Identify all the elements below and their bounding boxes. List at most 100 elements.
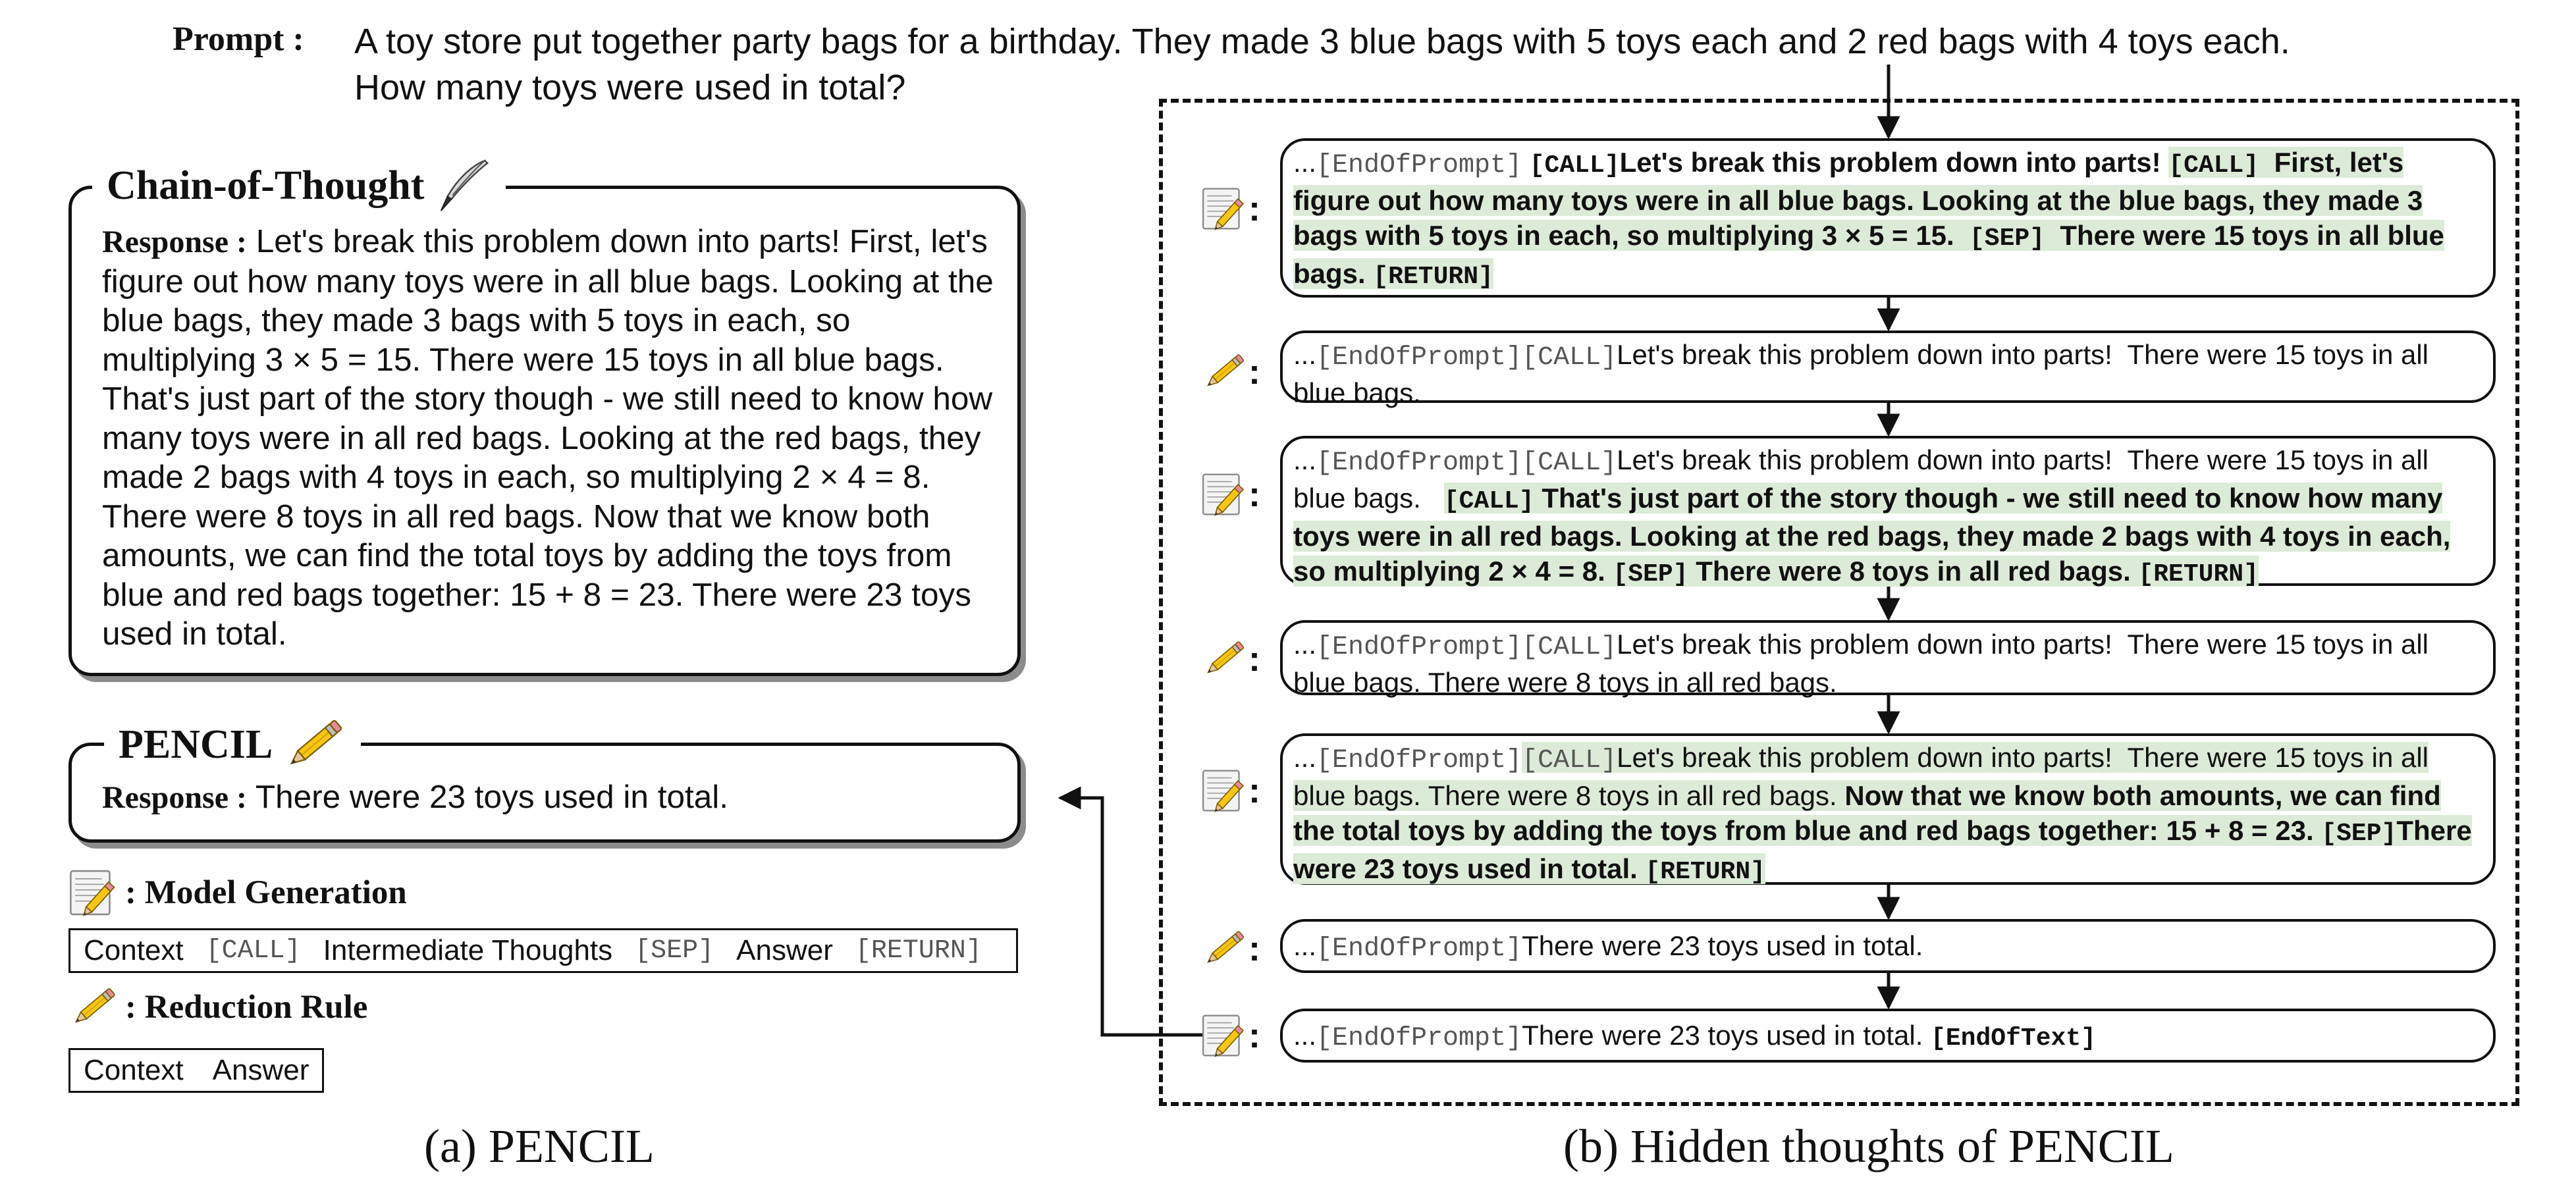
ellipsis: ...: [1293, 339, 1317, 370]
step7-icon: :: [1201, 1006, 1260, 1065]
step5-answer: There were 23 toys used in total.: [1293, 815, 2472, 884]
step3-icon: :: [1201, 465, 1260, 524]
step-1: ...[EndOfPrompt] [CALL]Let's break this …: [1280, 138, 2496, 298]
legend-answer: Answer: [736, 934, 833, 966]
step-6: ...[EndOfPrompt]There were 23 toys used …: [1280, 919, 2496, 973]
step3-context-a: Let's break this problem down into parts…: [1617, 444, 2112, 475]
end-of-prompt-token: [EndOfPrompt]: [1316, 1024, 1522, 1053]
pencil-title-text: PENCIL: [119, 722, 273, 767]
step3-answer: There were 8 toys in all red bags.: [1696, 556, 2131, 587]
legend-reduction-title: : Reduction Rule: [68, 981, 367, 1034]
call-token: [CALL]: [2168, 151, 2259, 180]
sep-token: [SEP]: [1969, 224, 2045, 253]
hidden-thoughts-container: [1159, 99, 2519, 1106]
step3-context-b: There were 15 toys in all blue bags.: [1293, 444, 2429, 514]
call-token: [CALL]: [1522, 343, 1617, 373]
step5-thoughts: Now that we know both amounts, we can fi…: [1293, 780, 2441, 846]
legend-reduction-box: Context Answer: [68, 1048, 324, 1093]
step7-answer: There were 23 toys used in total.: [1522, 1020, 1923, 1051]
ellipsis: ...: [1293, 629, 1317, 660]
caption-right: (b) Hidden thoughts of PENCIL: [1563, 1120, 2174, 1172]
prompt-text: A toy store put together party bags for …: [354, 18, 2422, 111]
step2-icon: :: [1201, 342, 1260, 402]
notepad-pencil-icon: [1201, 469, 1247, 519]
step1-icon: :: [1201, 179, 1260, 238]
ellipsis: ...: [1293, 742, 1317, 773]
cot-response-text: Let's break this problem down into parts…: [102, 223, 994, 652]
step-7: ...[EndOfPrompt]There were 23 toys used …: [1280, 1009, 2496, 1063]
prompt-label: Prompt :: [173, 20, 304, 58]
step-4: ...[EndOfPrompt][CALL]Let's break this p…: [1280, 620, 2496, 698]
call-token: [CALL]: [1529, 151, 1620, 180]
legend-reduction-context: Context: [84, 1054, 184, 1086]
return-token: [RETURN]: [1645, 858, 1765, 886]
end-of-prompt-token: [EndOfPrompt]: [1316, 746, 1522, 776]
quill-pen-icon: [433, 157, 491, 215]
step4-answer: There were 15 toys in all blue bags. The…: [1293, 629, 2429, 698]
end-of-prompt-token: [EndOfPrompt]: [1316, 151, 1522, 180]
step6-icon: :: [1201, 919, 1260, 978]
cot-box: Response : Let's break this problem down…: [68, 186, 1021, 676]
caption-left: (a) PENCIL: [424, 1120, 655, 1172]
return-token: [RETURN]: [2138, 560, 2259, 589]
pencil-response: Response : There were 23 toys used in to…: [102, 777, 998, 818]
pencil-response-text: There were 23 toys used in total.: [255, 779, 729, 815]
pencil-icon: [1201, 636, 1247, 682]
cot-title: Chain-of-Thought: [92, 159, 506, 212]
call-token: [CALL]: [1522, 633, 1617, 662]
ellipsis: ...: [1293, 147, 1317, 178]
step4-icon: :: [1201, 629, 1260, 689]
pencil-icon: [282, 712, 346, 777]
step-3: ...[EndOfPrompt][CALL]Let's break this p…: [1280, 436, 2496, 589]
legend-reduction-answer: Answer: [212, 1054, 309, 1086]
cot-response: Response : Let's break this problem down…: [102, 222, 998, 654]
step-2: ...[EndOfPrompt][CALL]Let's break this p…: [1280, 330, 2496, 408]
step1-thoughts: First, let's figure out how many toys we…: [1293, 147, 2423, 251]
notepad-pencil-icon: [1201, 184, 1247, 234]
end-of-prompt-token: [EndOfPrompt]: [1316, 633, 1522, 662]
ellipsis: ...: [1293, 444, 1317, 475]
cot-title-text: Chain-of-Thought: [107, 163, 425, 208]
pencil-icon: [1201, 926, 1247, 972]
step5-icon: :: [1201, 761, 1260, 820]
ellipsis: ...: [1293, 930, 1317, 961]
step2-context: Let's break this problem down into parts…: [1617, 339, 2112, 370]
prompt-line-2: How many toys were used in total?: [354, 68, 906, 107]
notepad-pencil-icon: [1201, 766, 1247, 816]
legend-generation-title: : Model Generation: [68, 866, 407, 919]
end-of-prompt-token: [EndOfPrompt]: [1316, 343, 1522, 373]
end-of-prompt-token: [EndOfPrompt]: [1316, 934, 1522, 964]
ellipsis: ...: [1293, 1020, 1317, 1051]
pencil-icon: [68, 982, 119, 1032]
return-token: [RETURN]: [1373, 263, 1493, 291]
call-token: [CALL]: [1522, 448, 1617, 478]
legend-return-token: [RETURN]: [855, 935, 982, 966]
pencil-response-label: Response :: [102, 780, 248, 815]
legend-call-token: [CALL]: [205, 935, 301, 966]
pencil-icon: [1201, 349, 1247, 395]
step6-answer: There were 23 toys used in total.: [1522, 930, 1923, 961]
legend-generation-label: : Model Generation: [125, 874, 407, 911]
legend-intermediate-thoughts: Intermediate Thoughts: [323, 934, 613, 966]
step3-thoughts: That's just part of the story though - w…: [1293, 483, 2451, 587]
step5-context-b: There were 15 toys in all blue bags. The…: [1293, 742, 2429, 811]
end-of-text-token: [EndOfText]: [1931, 1024, 2096, 1053]
step-5: ...[EndOfPrompt][CALL]Let's break this p…: [1280, 733, 2496, 886]
pencil-title: PENCIL: [104, 712, 362, 777]
end-of-prompt-token: [EndOfPrompt]: [1316, 448, 1522, 478]
call-token: [CALL]: [1443, 487, 1534, 515]
legend-sep-token: [SEP]: [635, 935, 714, 966]
call-token: [CALL]: [1522, 746, 1617, 776]
step2-answer: There were 15 toys in all blue bags.: [1293, 339, 2429, 408]
legend-reduction-label: : Reduction Rule: [125, 989, 368, 1026]
step1-context: Let's break this problem down into parts…: [1619, 147, 2161, 178]
prompt-line-1: A toy store put together party bags for …: [354, 22, 2290, 61]
step1-answer: There were 15 toys in all blue bags.: [1293, 220, 2444, 289]
sep-token: [SEP]: [1613, 560, 1688, 589]
notepad-pencil-icon: [68, 868, 119, 918]
legend-context: Context: [84, 934, 184, 966]
step5-context-a: Let's break this problem down into parts…: [1617, 742, 2112, 773]
legend-generation-box: Context [CALL] Intermediate Thoughts [SE…: [68, 928, 1018, 973]
step4-context: Let's break this problem down into parts…: [1617, 629, 2112, 660]
cot-response-label: Response :: [102, 224, 248, 259]
